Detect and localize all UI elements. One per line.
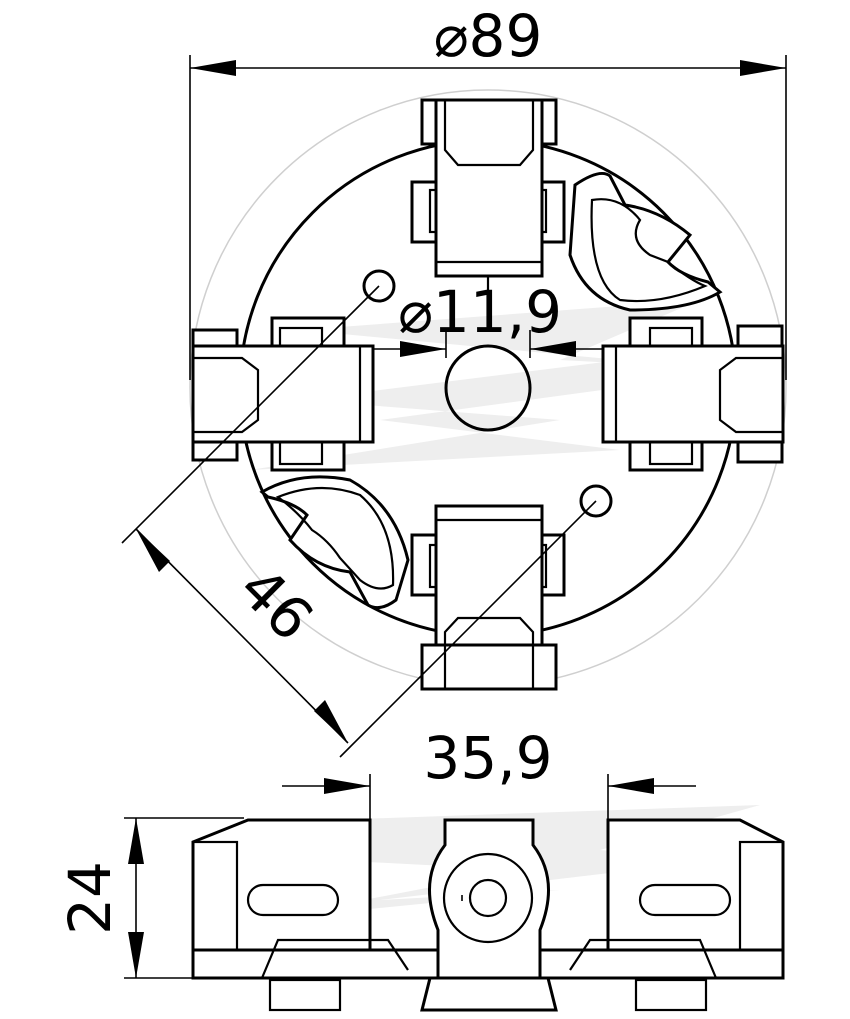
brush-holder-left (191, 316, 375, 472)
top-view (191, 98, 785, 691)
shaft-hole (444, 344, 532, 432)
mounting-hole-upper-left (362, 269, 396, 303)
spring-cover-upper-right (568, 172, 723, 312)
dimension-outer-diameter: ⌀89 (189, 2, 787, 380)
diameter-symbol: ⌀ (434, 2, 469, 70)
shaft-diameter-value: 11,9 (433, 278, 562, 346)
svg-text:⌀11,9: ⌀11,9 (398, 278, 562, 346)
dimension-height: 24 (56, 817, 244, 979)
height-value: 24 (56, 861, 124, 935)
outer-diameter-value: 89 (469, 2, 543, 70)
brush-holder-right (601, 316, 785, 472)
brush-holder-top (410, 98, 566, 305)
dimension-shaft-diameter: ⌀11,9 (374, 278, 602, 358)
hole-spacing-value: 46 (226, 554, 326, 654)
spring-cover-lower-left (259, 475, 410, 610)
diameter-symbol: ⌀ (398, 278, 433, 346)
svg-text:⌀89: ⌀89 (434, 2, 543, 70)
body-width-value: 35,9 (423, 724, 552, 792)
dimension-body-width: 35,9 (282, 724, 696, 820)
side-view (191, 818, 785, 1012)
mounting-hole-lower-right (579, 484, 613, 518)
